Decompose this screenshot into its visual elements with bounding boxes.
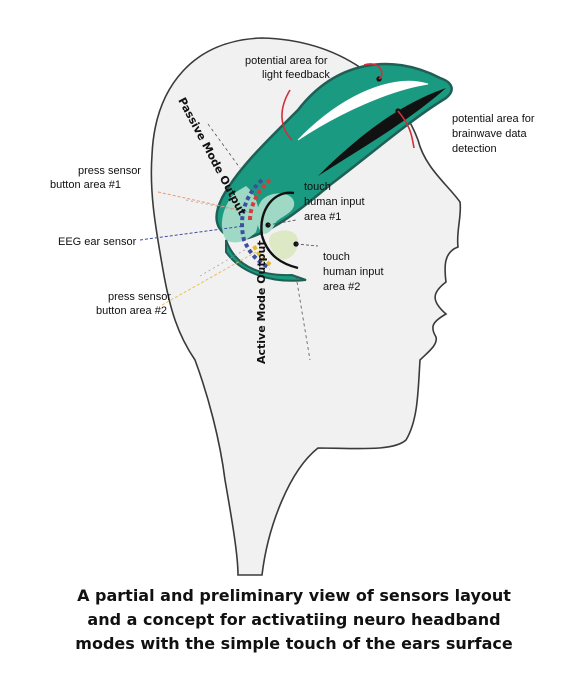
press-sensor-2-line-2: button area #2 [96, 305, 167, 317]
touch-2-line-2: human input [323, 266, 384, 278]
caption-line-1: A partial and preliminary view of sensor… [77, 586, 511, 605]
ear-curve-upper [260, 191, 295, 237]
ear-curve-lower [260, 235, 299, 270]
touch-1-label: touch human input area #1 [304, 181, 368, 223]
caption-line-3: modes with the simple touch of the ears … [75, 634, 513, 653]
light-feedback-label: potential area for light feedback [245, 55, 331, 81]
brainwave-strip [318, 88, 446, 176]
background-guide-1 [185, 199, 237, 211]
head-silhouette [150, 37, 462, 576]
touch-1-line-3: area #1 [304, 211, 341, 223]
light-feedback-leader-1 [363, 63, 383, 80]
touch-2-label: touch human input area #2 [323, 251, 387, 293]
press-sensor-strip-1 [248, 178, 272, 221]
light-feedback-line-2: light feedback [262, 69, 330, 81]
touch-2-leader [295, 243, 319, 247]
touch-2-line-1: touch [323, 251, 350, 263]
touch-1-line-1: touch [304, 181, 331, 193]
earpiece-hook [225, 239, 307, 282]
light-feedback-stripe [297, 80, 429, 141]
brainwave-label: potential area for brainwave data detect… [452, 113, 538, 155]
eeg-sensor-strip [240, 178, 271, 270]
touch-2-line-3: area #2 [323, 281, 360, 293]
press-sensor-2-line-1: press sensor [108, 291, 171, 303]
eeg-leader [139, 225, 245, 241]
press-sensor-1-label: press sensor button area #1 [50, 165, 144, 191]
light-feedback-line-1: potential area for [245, 55, 328, 67]
brainwave-line-3: detection [452, 143, 497, 155]
background-guide-2 [199, 247, 249, 277]
eeg-label: EEG ear sensor [58, 236, 137, 248]
caption-line-2: and a concept for activatiing neuro head… [87, 610, 501, 629]
press-sensor-1-line-2: button area #1 [50, 179, 121, 191]
brainwave-line-2: brainwave data [452, 128, 527, 140]
brainwave-line-1: potential area for [452, 113, 535, 125]
active-mode-label: Active Mode Output [255, 240, 268, 364]
press-sensor-1-leader [157, 191, 249, 213]
press-sensor-2-leader [161, 251, 257, 306]
brainwave-leader [397, 110, 415, 149]
touch-1-line-2: human input [304, 196, 365, 208]
ear-pad [221, 186, 259, 243]
press-sensor-2-label: press sensor button area #2 [96, 291, 174, 317]
press-sensor-1-line-1: press sensor [78, 165, 141, 177]
light-feedback-leader-2 [281, 89, 293, 141]
touch-area-2-shape [269, 230, 299, 260]
press-sensor-strip-2 [252, 245, 274, 268]
active-guide-line [295, 275, 311, 361]
